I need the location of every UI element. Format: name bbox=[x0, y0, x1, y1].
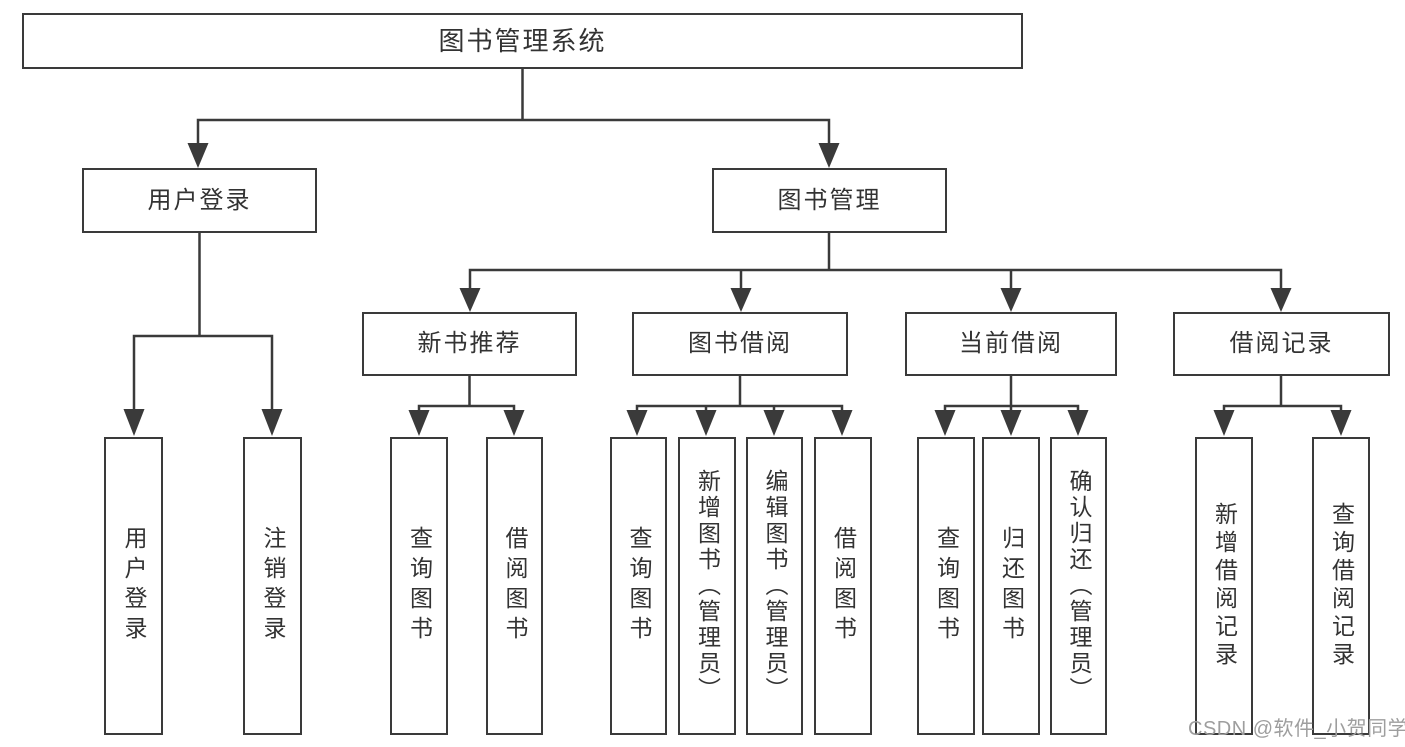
edge-user-login-to-leaves bbox=[123, 231, 283, 436]
node-label: 新书推荐 bbox=[417, 330, 522, 357]
leaf-borrow-book-1: 借阅图书 bbox=[486, 437, 543, 735]
node-new-book-rec: 新书推荐 bbox=[362, 312, 577, 376]
node-book-borrow: 图书借阅 bbox=[632, 312, 848, 376]
node-label: 借阅记录 bbox=[1229, 330, 1334, 357]
watermark: CSDN @软件_小贺同学 bbox=[1188, 718, 1405, 740]
node-label: 图书借阅 bbox=[688, 330, 792, 357]
leaf-user-login: 用户登录 bbox=[104, 437, 163, 735]
node-label: 查询图书 bbox=[933, 526, 960, 646]
leaf-add-record: 新增借阅记录 bbox=[1195, 437, 1253, 735]
leaf-query-book-2: 查询图书 bbox=[610, 437, 667, 735]
node-label: 查询借阅记录 bbox=[1328, 502, 1355, 670]
node-label: 用户登录 bbox=[147, 186, 252, 214]
node-label: 查询图书 bbox=[406, 526, 433, 646]
node-root: 图书管理系统 bbox=[22, 13, 1023, 69]
edge-book-mgmt-to-level3 bbox=[459, 231, 1292, 312]
node-label: 注销登录 bbox=[260, 526, 286, 646]
node-label: 编辑图书（管理员） bbox=[762, 469, 788, 703]
leaf-query-book-3: 查询图书 bbox=[917, 437, 975, 735]
edge-book-borrow-to-leaves bbox=[626, 374, 853, 436]
node-book-mgmt: 图书管理 bbox=[712, 168, 947, 233]
edge-new-book-rec-to-leaves bbox=[408, 374, 525, 436]
node-label: 查询图书 bbox=[626, 526, 652, 646]
leaf-return-book: 归还图书 bbox=[982, 437, 1040, 735]
leaf-query-record: 查询借阅记录 bbox=[1312, 437, 1370, 735]
node-label: 图书管理系统 bbox=[438, 26, 607, 56]
node-label: 新增借阅记录 bbox=[1211, 502, 1238, 670]
leaf-add-book: 新增图书（管理员） bbox=[678, 437, 736, 735]
node-borrow-record: 借阅记录 bbox=[1173, 312, 1390, 376]
node-label: 借阅图书 bbox=[502, 526, 528, 646]
node-label: 用户登录 bbox=[121, 526, 147, 646]
leaf-logout: 注销登录 bbox=[243, 437, 302, 735]
node-user-login: 用户登录 bbox=[82, 168, 317, 233]
node-label: 图书管理 bbox=[777, 186, 882, 214]
edge-borrow-record-to-leaves bbox=[1213, 374, 1352, 436]
leaf-borrow-book-2: 借阅图书 bbox=[814, 437, 872, 735]
node-label: 新增图书（管理员） bbox=[694, 469, 721, 703]
leaf-edit-book: 编辑图书（管理员） bbox=[746, 437, 803, 735]
edge-current-borrow-to-leaves bbox=[934, 374, 1089, 436]
leaf-confirm-return: 确认归还（管理员） bbox=[1050, 437, 1107, 735]
node-label: 确认归还（管理员） bbox=[1066, 469, 1092, 703]
node-label: 归还图书 bbox=[998, 526, 1025, 646]
node-current-borrow: 当前借阅 bbox=[905, 312, 1117, 376]
node-label: 当前借阅 bbox=[959, 330, 1063, 357]
node-label: 借阅图书 bbox=[830, 526, 857, 646]
leaf-query-book-1: 查询图书 bbox=[390, 437, 448, 735]
edge-root-to-level2 bbox=[187, 67, 840, 168]
